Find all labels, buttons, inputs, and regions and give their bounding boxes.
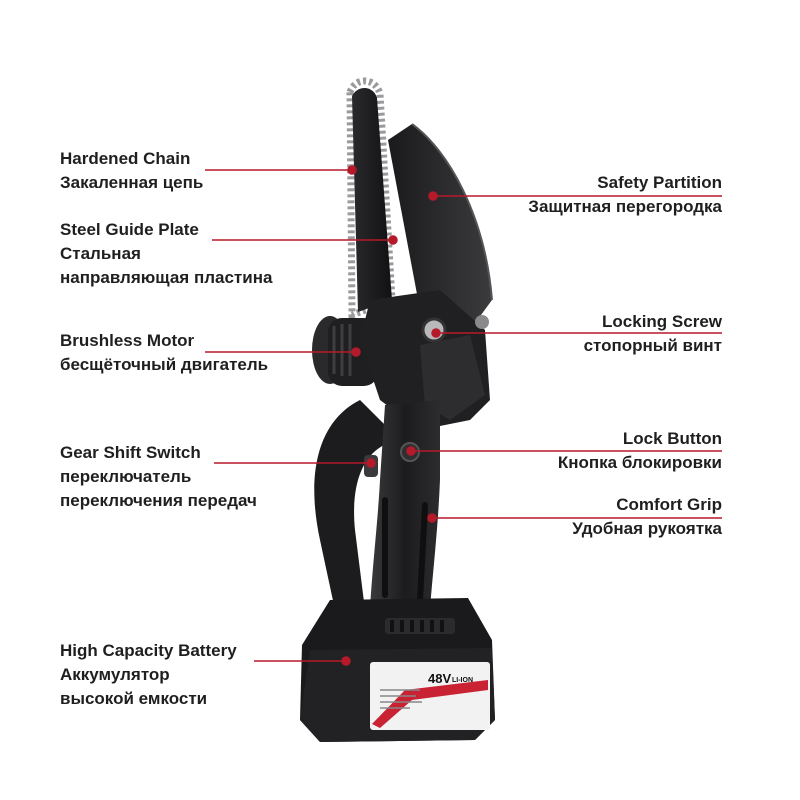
callout-safety-partition-ru: Защитная перегородка bbox=[528, 197, 722, 216]
callout-hardened-chain: Hardened Chain Закаленная цепь bbox=[60, 147, 203, 195]
callout-brushless-motor: Brushless Motor бесщёточный двигатель bbox=[60, 329, 268, 377]
callout-brushless-motor-ru: бесщёточный двигатель bbox=[60, 355, 269, 374]
battery-pack: 48V LI-ION bbox=[300, 598, 495, 742]
callout-leaders bbox=[205, 165, 722, 666]
callout-comfort-grip-en: Comfort Grip bbox=[616, 495, 722, 514]
callout-steel-guide-plate-ru: Стальная направляющая пластина bbox=[60, 244, 273, 287]
callout-locking-screw-en: Locking Screw bbox=[602, 312, 722, 331]
callout-comfort-grip: Comfort Grip Удобная рукоятка bbox=[572, 493, 722, 541]
callout-safety-partition: Safety Partition Защитная перегородка bbox=[528, 171, 722, 219]
callout-high-capacity-battery: High Capacity Battery Аккумулятор высоко… bbox=[60, 639, 237, 711]
callout-lock-button-ru: Кнопка блокировки bbox=[557, 453, 722, 472]
callout-gear-shift-switch-en: Gear Shift Switch bbox=[60, 443, 201, 462]
callout-steel-guide-plate-en: Steel Guide Plate bbox=[60, 220, 199, 239]
steel-guide-plate bbox=[352, 87, 392, 312]
callout-hardened-chain-ru: Закаленная цепь bbox=[60, 173, 204, 192]
callout-steel-guide-plate: Steel Guide Plate Стальная направляющая … bbox=[60, 218, 272, 290]
callout-comfort-grip-ru: Удобная рукоятка bbox=[572, 519, 722, 538]
callout-hardened-chain-en: Hardened Chain bbox=[60, 149, 191, 168]
battery-voltage: 48V bbox=[428, 671, 451, 686]
callout-lock-button-en: Lock Button bbox=[622, 429, 722, 448]
callout-high-capacity-battery-en: High Capacity Battery bbox=[60, 641, 237, 660]
callout-safety-partition-en: Safety Partition bbox=[597, 173, 722, 192]
callout-gear-shift-switch: Gear Shift Switch переключатель переключ… bbox=[60, 441, 257, 513]
callout-lock-button: Lock Button Кнопка блокировки bbox=[558, 427, 722, 475]
callout-locking-screw: Locking Screw стопорный винт bbox=[584, 310, 722, 358]
callout-locking-screw-ru: стопорный винт bbox=[583, 336, 722, 355]
callout-brushless-motor-en: Brushless Motor bbox=[60, 331, 195, 350]
battery-chemistry: LI-ION bbox=[452, 677, 473, 684]
safety-partition bbox=[388, 124, 492, 330]
hardened-chain bbox=[346, 77, 396, 321]
callout-high-capacity-battery-ru: Аккумулятор высокой емкости bbox=[60, 665, 208, 708]
callout-gear-shift-switch-ru: переключатель переключения передач bbox=[60, 467, 257, 510]
